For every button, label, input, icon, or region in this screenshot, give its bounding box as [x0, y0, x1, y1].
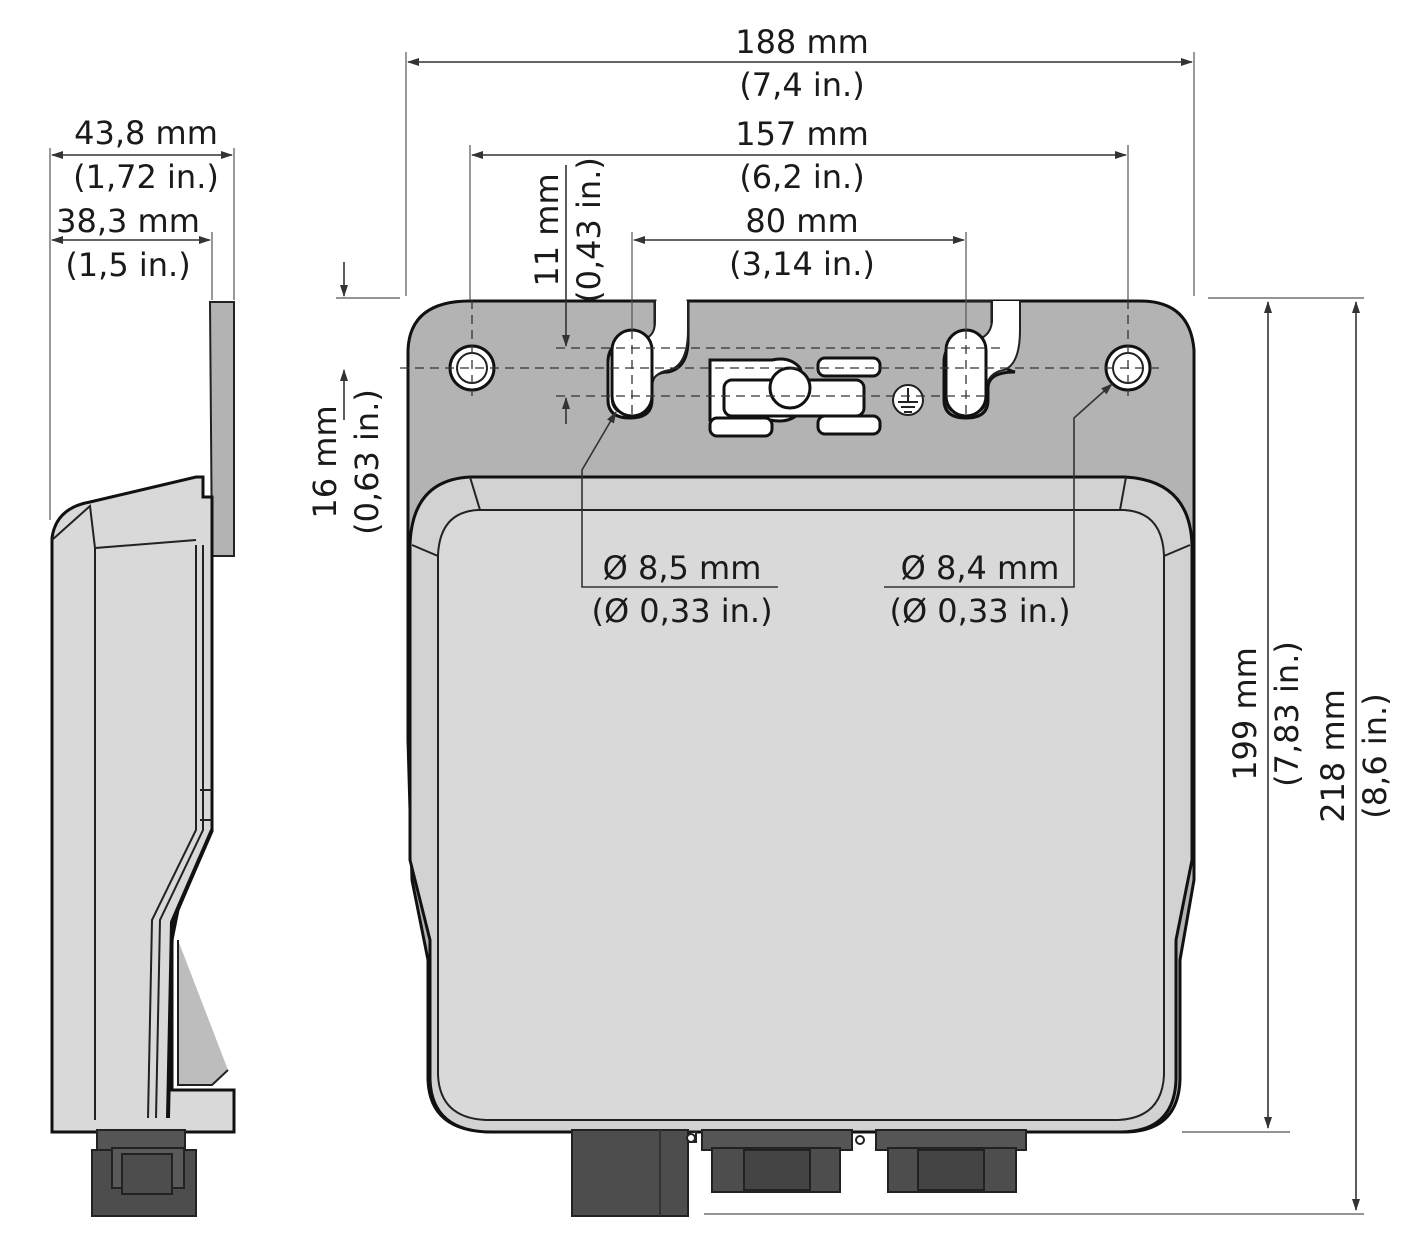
- front-dimensions: [336, 52, 1364, 1215]
- total-width-in: (7,4 in.): [739, 66, 864, 104]
- ground-symbol-icon: [892, 384, 924, 416]
- keyhole-slot-left: [610, 328, 654, 418]
- body-height-in: (7,83 in.): [1268, 641, 1306, 787]
- side-body-depth-mm: 38,3 mm: [56, 202, 200, 240]
- total-height-in: (8,6 in.): [1356, 693, 1394, 818]
- side-dimensions: 43,8 mm (1,72 in.) 38,3 mm (1,5 in.): [49, 114, 235, 520]
- slot-diameter-mm: Ø 8,5 mm: [603, 549, 762, 587]
- side-view-housing: [50, 475, 236, 1134]
- center-lines: [400, 300, 1160, 420]
- body-height-mm: 199 mm: [1226, 647, 1264, 781]
- side-view: [50, 301, 236, 1217]
- hole-diameter-mm: Ø 8,4 mm: [901, 549, 1060, 587]
- hole-offset-in: (0,63 in.): [348, 389, 386, 535]
- hole-diameter-in: (Ø 0,33 in.): [889, 592, 1070, 630]
- side-body-depth-in: (1,5 in.): [65, 246, 190, 284]
- center-latch: [708, 356, 882, 438]
- keyhole-slot-right: [944, 328, 988, 418]
- total-height-mm: 218 mm: [1314, 689, 1352, 823]
- slot-length-mm: 11 mm: [528, 173, 566, 286]
- hole-spacing-inner-mm: 80 mm: [745, 202, 858, 240]
- dimension-labels: 188 mm (7,4 in.) 157 mm (6,2 in.) 80 mm …: [306, 23, 1394, 823]
- slot-length-in: (0,43 in.): [570, 157, 608, 303]
- dc-connector: [571, 1129, 689, 1217]
- ac-connector-left: [701, 1129, 853, 1193]
- hole-offset-mm: 16 mm: [306, 405, 344, 518]
- ac-connector-right: [875, 1129, 1027, 1193]
- total-width-mm: 188 mm: [735, 23, 869, 61]
- hole-spacing-outer-mm: 157 mm: [735, 115, 869, 153]
- hole-spacing-outer-in: (6,2 in.): [739, 158, 864, 196]
- slot-diameter-in: (Ø 0,33 in.): [591, 592, 772, 630]
- side-total-depth-in: (1,72 in.): [73, 158, 219, 196]
- side-total-depth-mm: 43,8 mm: [74, 114, 218, 152]
- side-view-connector: [91, 1129, 197, 1217]
- front-view: [406, 299, 1196, 1217]
- hole-spacing-inner-in: (3,14 in.): [729, 245, 875, 283]
